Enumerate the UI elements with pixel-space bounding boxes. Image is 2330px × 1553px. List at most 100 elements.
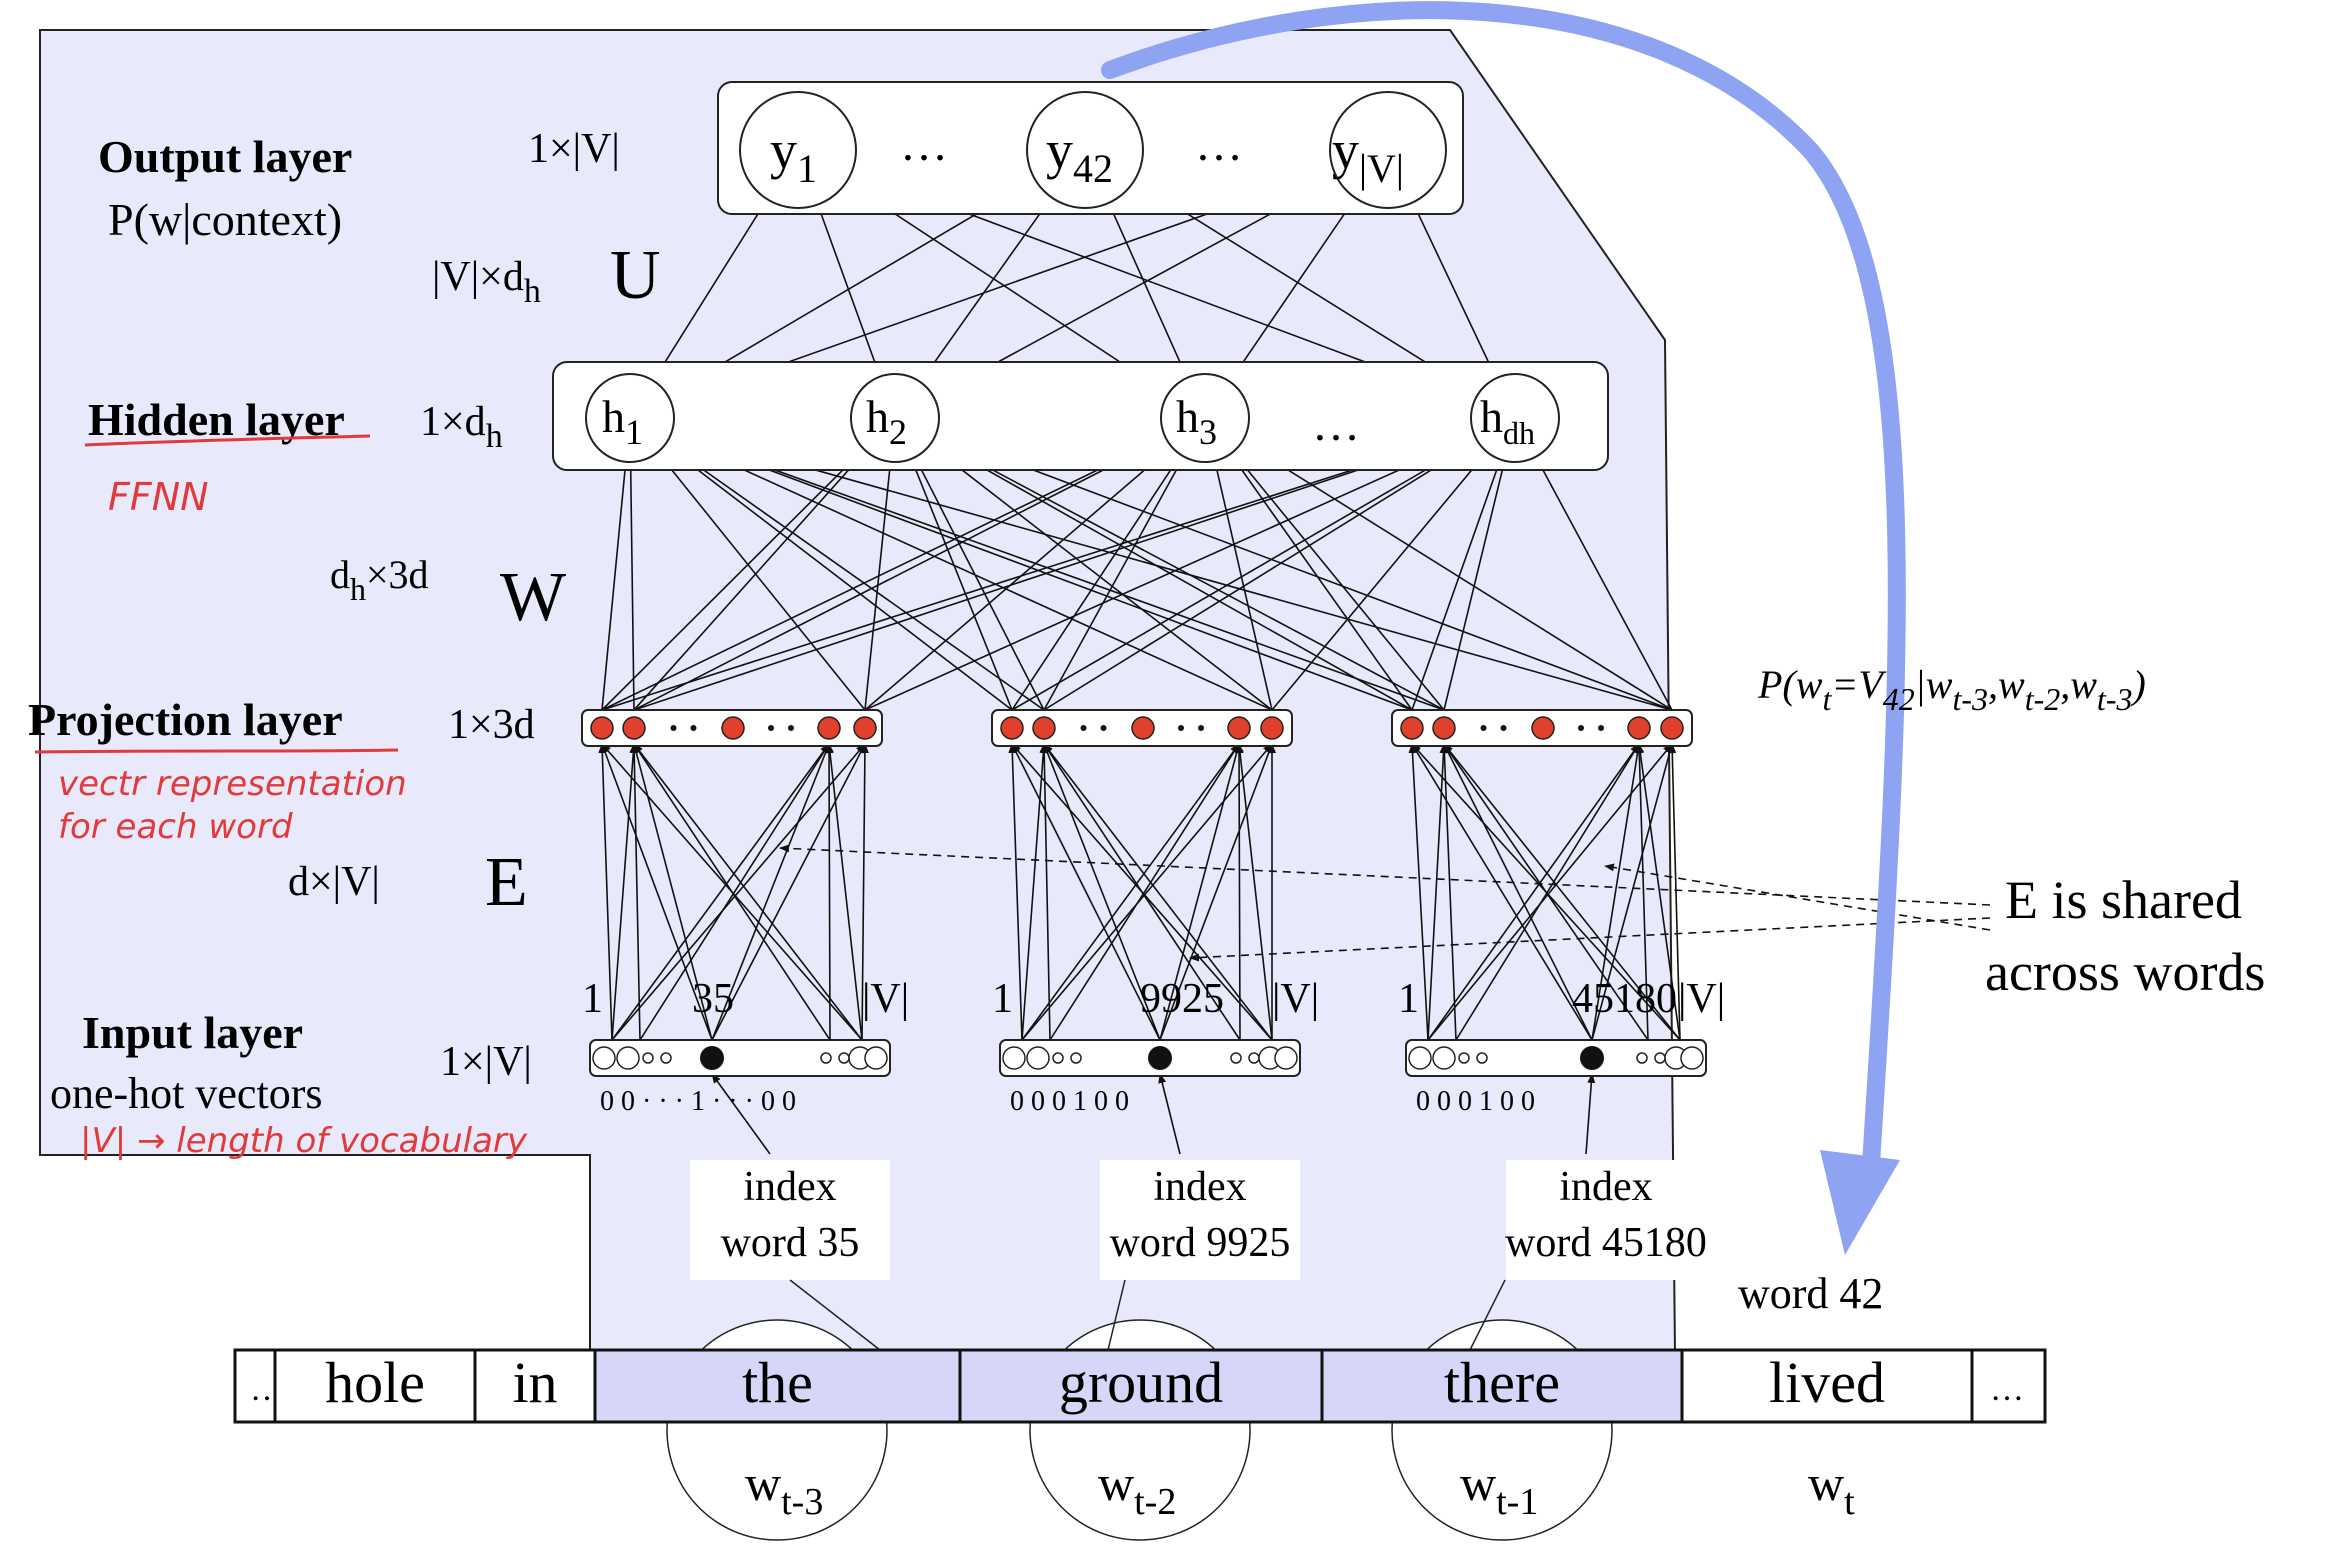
onehot-to-projection-arrow — [1159, 743, 1273, 1041]
projection-to-hidden-arrow — [1232, 451, 1445, 711]
onehot-to-projection-arrow — [1591, 743, 1674, 1041]
one-hot-cell — [1274, 1046, 1298, 1070]
projection-node — [1000, 716, 1024, 740]
projection-node — [853, 716, 877, 740]
onehot-to-projection-arrow — [826, 743, 863, 1041]
onehot-to-projection-arrow — [1636, 743, 1681, 1041]
word-lived-cell — [1680, 1348, 1974, 1424]
one-hot-cell — [1052, 1052, 1064, 1064]
projection-layer-dim: 1×3d — [448, 702, 535, 748]
projection-to-hidden-arrow — [864, 446, 1173, 711]
svg-text:y|V|: y|V| — [1332, 120, 1404, 191]
blue-arrowhead — [1820, 1150, 1900, 1255]
onehot-to-projection-arrow — [711, 743, 866, 1041]
projection-to-hidden-arrow — [1271, 451, 1488, 711]
projection-node — [1227, 716, 1251, 740]
hidden-to-output-arrow — [1107, 202, 1188, 379]
hidden-node-2: h2 — [850, 373, 940, 463]
projection-dot — [1598, 725, 1604, 731]
projection-to-hidden-arrow — [670, 432, 1445, 711]
one-hot-bits: 0 0 0 1 0 0 — [1416, 1086, 1535, 1117]
output-node-42: y42 — [1026, 91, 1144, 209]
index-label-line2: word 45180 — [1505, 1220, 1707, 1266]
onehot-to-projection-arrow — [1455, 743, 1640, 1041]
projection-to-hidden-arrow — [914, 456, 1045, 711]
onehot-to-projection-arrow — [1427, 743, 1640, 1041]
one-hot-last-label: |V| — [1272, 976, 1319, 1022]
word-hole: hole — [325, 1350, 425, 1415]
onehot-to-projection-arrow — [1008, 743, 1023, 1041]
projection-to-hidden-arrow — [928, 444, 1273, 711]
one-hot-index-label: 9925 — [1140, 976, 1224, 1022]
word-there: there — [1444, 1350, 1560, 1415]
projection-node — [1131, 716, 1155, 740]
word-the-cell — [593, 1348, 962, 1424]
onehot-to-projection-arrow — [639, 743, 830, 1041]
projection-dot — [1500, 725, 1507, 731]
word-there-cell — [1320, 1348, 1684, 1424]
projection-to-hidden-arrow — [601, 436, 1167, 711]
blue-curved-arrow — [1101, 1, 1906, 1189]
onehot-to-projection-arrow — [1021, 743, 1273, 1041]
one-hot-index-label: 45180 — [1572, 976, 1677, 1022]
projection-dot — [670, 725, 677, 731]
projection-dot — [1198, 725, 1204, 731]
hidden-layer-dim: 1×dh — [420, 399, 503, 455]
u-dim: |V|×dh — [432, 254, 541, 310]
onehot-to-projection-arrow — [1159, 743, 1241, 1041]
onehot-to-projection-arrow — [860, 743, 869, 1041]
projection-to-hidden-arrow — [633, 450, 867, 711]
one-hot-cell — [616, 1046, 640, 1070]
word-in-cell — [473, 1348, 597, 1424]
onehot-to-projection-arrow — [1021, 743, 1240, 1041]
hidden-layer-box — [552, 361, 1609, 471]
projection-node — [1400, 716, 1424, 740]
onehot-to-projection-arrow — [1440, 743, 1457, 1041]
one-hot-cell — [1432, 1046, 1456, 1070]
output-node-v: y|V| — [1329, 91, 1447, 209]
probability-label: P(wt=V42|wt-3,wt-2,wt-3) — [1757, 662, 2146, 717]
onehot-to-projection-arrow — [1043, 743, 1161, 1041]
projection-to-hidden-arrow — [932, 438, 1413, 711]
vocab-annotation: |V| → length of vocabulary — [80, 1121, 528, 1161]
hidden-to-output-arrow — [1133, 179, 1479, 396]
projection-to-hidden-arrow — [633, 430, 1475, 711]
output-node-42-label: y — [1046, 120, 1073, 180]
shared-note-line1: E is shared — [2005, 870, 2242, 930]
one-hot-cell — [1070, 1052, 1082, 1064]
one-hot-first-label: 1 — [1398, 976, 1419, 1022]
hidden-node-1: h1 — [585, 373, 675, 463]
onehot-to-projection-arrow — [1040, 743, 1051, 1041]
word-the: the — [742, 1350, 813, 1415]
projection-to-hidden-arrow — [1043, 455, 1185, 711]
projection-to-hidden-arrow — [1043, 440, 1479, 711]
onehot-to-projection-arrow — [1236, 743, 1273, 1041]
svg-text:h3: h3 — [1176, 391, 1217, 452]
projection-to-hidden-arrow — [1241, 440, 1673, 711]
onehot-to-projection-arrow — [1411, 743, 1593, 1041]
projection-dot — [1578, 725, 1584, 731]
one-hot-active-cell — [1580, 1046, 1604, 1070]
svg-text:h2: h2 — [866, 391, 907, 452]
word-ground: ground — [1059, 1350, 1223, 1415]
one-hot-last-label: |V| — [1678, 976, 1725, 1022]
index-label-line1: index — [1153, 1164, 1246, 1210]
projection-to-hidden-arrow — [601, 448, 865, 711]
w-dim: dh×3d — [330, 552, 429, 607]
hidden-to-output-arrow — [1229, 197, 1356, 383]
projection-dot — [1178, 725, 1184, 731]
onehot-to-projection-arrow — [611, 743, 638, 1041]
one-hot-first-label: 1 — [992, 976, 1013, 1022]
input-layer-dim: 1×|V| — [440, 1039, 532, 1085]
onehot-to-projection-arrow — [1635, 743, 1649, 1041]
input-layer-title: Input layer — [82, 1007, 303, 1058]
one-hot-cell — [1230, 1052, 1242, 1064]
one-hot-cell — [642, 1052, 654, 1064]
projection-to-hidden-arrow — [1011, 439, 1478, 711]
one-hot-cell — [592, 1046, 616, 1070]
projection-node — [1032, 716, 1056, 740]
projection-node — [1432, 716, 1456, 740]
projection-dot — [690, 725, 697, 731]
